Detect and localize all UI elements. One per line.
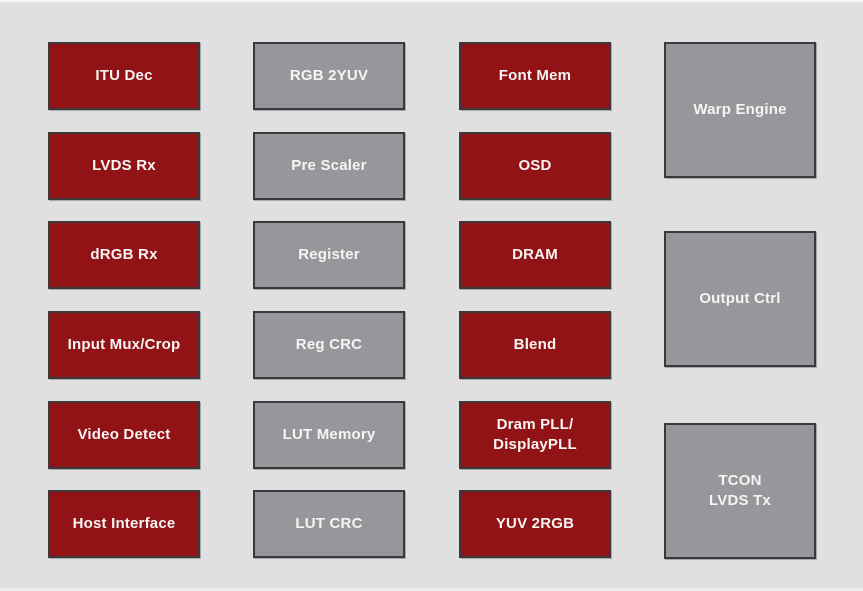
block-lut-memory: LUT Memory — [253, 401, 405, 469]
block-dram-pll-display-pll: Dram PLL/ DisplayPLL — [459, 401, 611, 469]
block-drgb-rx: dRGB Rx — [48, 221, 200, 289]
block-yuv-2rgb: YUV 2RGB — [459, 490, 611, 558]
block-register: Register — [253, 221, 405, 289]
block-font-mem: Font Mem — [459, 42, 611, 110]
block-osd: OSD — [459, 132, 611, 200]
block-tcon-lvds-tx: TCON LVDS Tx — [664, 423, 816, 559]
block-lut-crc: LUT CRC — [253, 490, 405, 558]
block-pre-scaler: Pre Scaler — [253, 132, 405, 200]
block-lvds-rx: LVDS Rx — [48, 132, 200, 200]
block-input-mux-crop: Input Mux/Crop — [48, 311, 200, 379]
block-blend: Blend — [459, 311, 611, 379]
block-video-detect: Video Detect — [48, 401, 200, 469]
block-reg-crc: Reg CRC — [253, 311, 405, 379]
block-warp-engine: Warp Engine — [664, 42, 816, 178]
block-rgb-2yuv: RGB 2YUV — [253, 42, 405, 110]
block-host-interface: Host Interface — [48, 490, 200, 558]
block-output-ctrl: Output Ctrl — [664, 231, 816, 367]
block-itu-dec: ITU Dec — [48, 42, 200, 110]
block-dram: DRAM — [459, 221, 611, 289]
